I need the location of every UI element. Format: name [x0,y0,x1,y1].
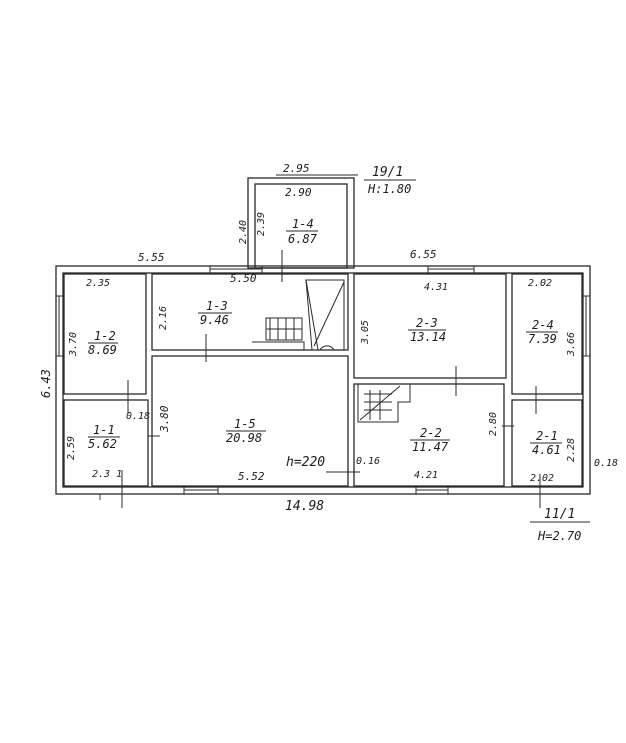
room-1-5-dim-bottom: 5.52 [238,470,265,483]
room-2-2-dim-side: 2.80 [488,412,499,436]
main-height: H=2.70 [537,529,581,543]
main-title: 11/1 [544,507,575,522]
room-2-4-dim-top: 2.02 [528,278,552,289]
room-2-3-dim-side: 3.05 [360,320,371,345]
room-1-1-id: 1-1 [93,423,115,437]
room-2-1-id: 2-1 [536,429,558,443]
room-2-3-area: 13.14 [410,330,446,344]
door-ticks [121,250,541,508]
room-2-4-id: 2-4 [532,318,554,332]
room-1-4-dim-outer-height: 2.40 [238,220,249,244]
room-1-4-dim-top: 2.95 [283,162,310,175]
overall-depth: 6.43 [39,369,53,398]
dimension-lines [99,174,590,523]
stair-2 [357,383,411,423]
wall-mark-right: 0.18 [594,458,618,469]
wall-mark-center: 0.16 [356,456,380,467]
room-2-1-dim-side: 2.28 [566,438,577,462]
labels: 14.98 6.43 5.55 6.55 2.3 1 h=220 2.95 2.… [39,162,618,543]
ceiling-main: h=220 [286,455,325,470]
room-1-5-area: 20.98 [226,431,262,445]
walls [55,177,591,495]
room-1-5-id: 1-5 [234,417,256,431]
room-1-3-area: 9.46 [200,313,229,327]
room-1-3-dim-side: 2.16 [158,306,169,330]
room-1-4-area: 6.87 [288,232,318,246]
room-2-3-dim-top: 4.31 [424,282,448,293]
top-left-length: 5.55 [138,251,165,264]
room-1-2-id: 1-2 [94,329,116,343]
room-2-1-dim-bottom: 2.02 [530,473,554,484]
room-1-1-area: 5.62 [88,437,117,451]
room-2-2-id: 2-2 [420,426,442,440]
room-1-3-id: 1-3 [206,299,228,313]
room-2-4-dim-side: 3.66 [566,332,577,357]
room-1-5-dim-side: 3.80 [158,405,171,433]
room-1-4-dim-inner: 2.90 [285,186,312,199]
room-1-4-dim-inner-height: 2.39 [256,212,267,236]
room-2-1-area: 4.61 [532,443,561,457]
room-2-4-area: 7.39 [528,332,557,346]
room-2-2-dim-bottom: 4.21 [414,470,438,481]
room-1-2-dim-side: 3.70 [68,332,79,357]
room-1-4-id: 1-4 [292,217,314,231]
overall-width: 14.98 [285,499,324,514]
top-right-length: 6.55 [410,248,437,261]
bottom-mark: 2.3 1 [92,469,122,480]
annex-title: 19/1 [372,165,403,180]
windows [56,266,590,494]
room-2-2-area: 11.47 [412,440,449,454]
room-1-2-dim-top: 2.35 [86,278,110,289]
room-2-3-id: 2-3 [416,316,438,330]
wall-mark-left: 0.18 [126,411,150,422]
annex-height: H:1.80 [367,182,411,196]
stair-1 [252,279,345,351]
room-1-3-dim-top: 5.50 [230,272,257,285]
room-1-2-area: 8.69 [88,343,117,357]
room-1-1-dim-side: 2.59 [66,436,77,460]
